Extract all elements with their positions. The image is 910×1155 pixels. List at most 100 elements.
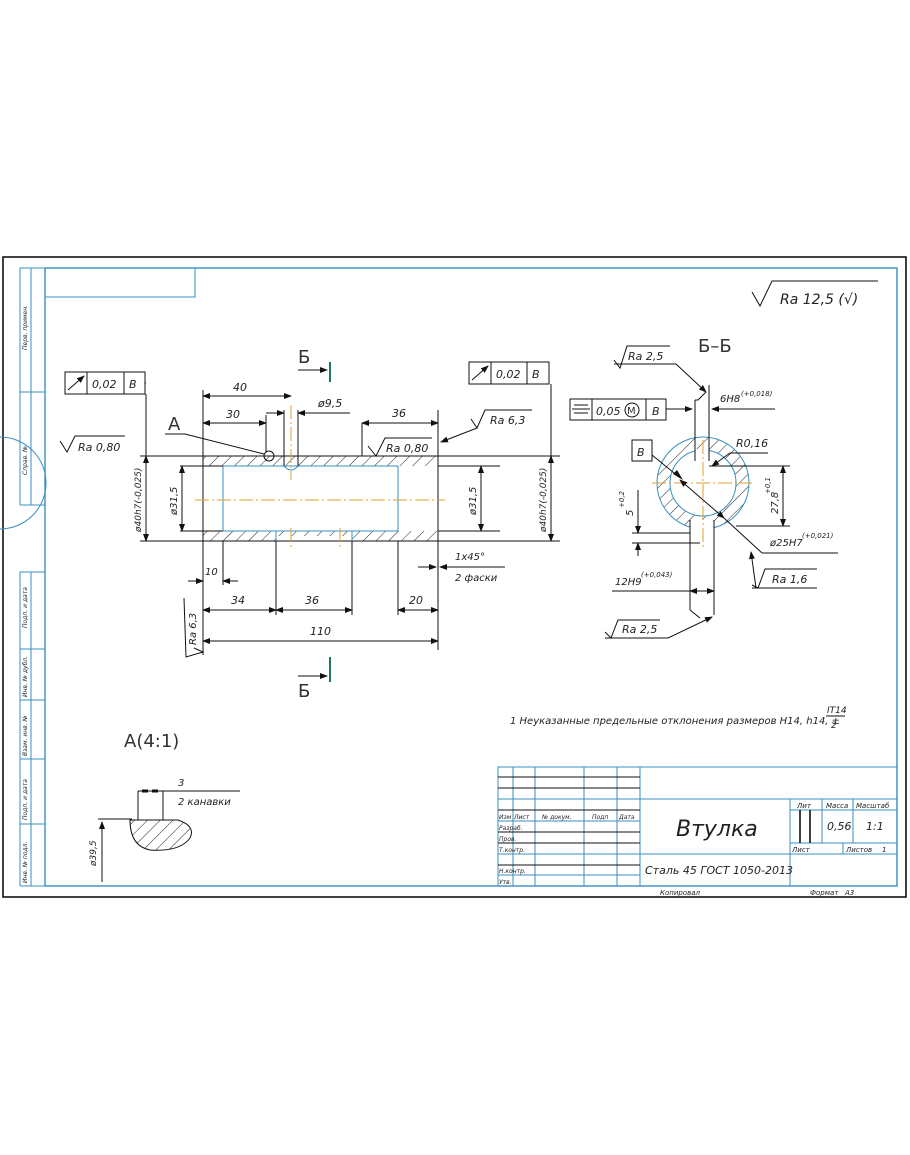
tb-role: Пров.: [499, 836, 517, 843]
runout-icon: [471, 365, 489, 381]
dim-10: 10: [205, 567, 218, 578]
section-mark-top: Б: [298, 347, 310, 368]
general-roughness-text: Ra 12,5 (√): [780, 292, 858, 308]
material: Сталь 45 ГОСТ 1050-2013: [645, 864, 793, 877]
tol-left-value: 0,02: [92, 378, 117, 391]
general-roughness: Ra 12,5 (√): [751, 280, 878, 308]
tolerance-frame-right: 0,02 В: [468, 361, 552, 456]
tb-sheets-value: 1: [882, 846, 886, 854]
strip-label: Подп. и дата: [22, 779, 29, 820]
title-block: Изм Лист № докум. Подп Дата Разраб. Пров…: [497, 766, 898, 897]
depth-tol: +0,1: [764, 477, 772, 494]
dim-36-top: 36: [392, 407, 406, 420]
bore-dim: ø25H7: [769, 538, 803, 549]
radius-dim: R0,16: [736, 437, 768, 450]
depth-dim: 27,8: [770, 492, 781, 514]
main-view: А Б Б 40 30 ø9,5 36 Ra 0,80 Ra 0,80: [59, 347, 560, 702]
tol-sym-datum: В: [652, 405, 660, 418]
ra-bottom-section: Ra 2,5: [622, 623, 657, 636]
bore-outline: [222, 465, 399, 532]
ra-right: Ra 6,3: [490, 414, 525, 427]
chamfer-note: 2 фаски: [455, 573, 498, 584]
part-name: Втулка: [676, 817, 758, 842]
tb-mass: Масса: [826, 802, 848, 810]
strip-label: Перв. примен.: [22, 305, 29, 350]
dim-36-bottom: 36: [305, 594, 319, 607]
ra-top: Ra 0,80: [386, 442, 428, 455]
slot-width-tol: (+0,043): [641, 571, 673, 579]
tol-sym-value: 0,05: [596, 405, 621, 418]
strip-label: Взам. инв. №: [22, 715, 29, 756]
tol-left-datum: В: [129, 378, 137, 391]
section-title: Б–Б: [698, 336, 732, 357]
detail-title: А(4:1): [124, 731, 179, 752]
tb-col-doc: № докум.: [541, 814, 572, 821]
keyway-tol: (+0,018): [741, 390, 773, 398]
drawing-frame: [44, 267, 898, 887]
tb-format: Формат: [810, 889, 839, 897]
tb-sheets: Листов: [845, 846, 872, 854]
tb-format-value: А3: [844, 889, 854, 897]
chamfer: 1x45°: [455, 552, 485, 563]
tb-lit: Лит: [796, 802, 812, 810]
tol-right-value: 0,02: [496, 368, 521, 381]
dim-hole: ø9,5: [317, 397, 342, 410]
datum-box-label: В: [637, 446, 645, 459]
tolerance-frame-left: 0,02 В: [64, 371, 147, 456]
tb-col-date: Дата: [618, 814, 635, 821]
top-wall-hatch: [203, 456, 438, 466]
bushing-outline: [202, 455, 439, 542]
datum-box: [631, 439, 653, 462]
dim-40: 40: [233, 381, 247, 394]
symmetry-icon: [572, 404, 590, 414]
dim-inner-left: ø31,5: [169, 487, 180, 516]
dim-20: 20: [409, 594, 423, 607]
top-left-stamp-box: [44, 267, 196, 298]
bore-tol: (+0,021): [802, 532, 834, 540]
keyway-dim: 6H8: [720, 394, 740, 405]
tb-mass-value: 0,56: [827, 820, 852, 833]
section-mark-bottom: Б: [298, 681, 310, 702]
strip-label: Подп. и дата: [22, 587, 29, 628]
tb-role: Разраб.: [499, 825, 523, 832]
tb-col-list: Лист: [513, 814, 530, 821]
detail-diameter: ø39,5: [89, 840, 99, 867]
detail-width: 3: [178, 778, 184, 789]
tb-role: Утв.: [499, 879, 512, 886]
dim-34: 34: [231, 594, 245, 607]
tb-role: Н.контр.: [499, 868, 526, 875]
tol-sym-modifier: M: [627, 406, 636, 417]
strip-label: Инв. № подл.: [22, 842, 29, 883]
tb-scale-value: 1:1: [866, 820, 884, 833]
ra-right-section: Ra 1,6: [772, 573, 807, 586]
dim-outer-right: ø40h7(-0,025): [539, 468, 549, 533]
tb-col-sign: Подп: [592, 814, 608, 821]
ra-left: Ra 0,80: [78, 441, 120, 454]
dim-outer-left: ø40h7(-0,025): [134, 468, 144, 533]
tb-sheet: Лист: [791, 846, 811, 854]
ra-top-section: Ra 2,5: [628, 350, 663, 363]
note-fraction-num: IT14: [827, 706, 847, 716]
section-view: Б–Б 0,05 M В: [0, 336, 838, 639]
tb-col-izm: Изм: [499, 814, 512, 821]
sheet-outer-border: [2, 256, 907, 898]
technical-note: 1 Неуказанные предельные отклонения разм…: [510, 706, 847, 731]
runout-icon: [67, 375, 85, 391]
detail-view: А(4:1) 3 2 канавки ø39,5: [89, 731, 240, 882]
slot-depth-dim: 5: [625, 510, 636, 516]
strip-label: Инв. № дубл.: [22, 656, 29, 697]
tb-role: Т.контр.: [499, 847, 525, 854]
tb-copied: Копировал: [660, 889, 701, 897]
ra-bottom: Ra 6,3: [188, 613, 199, 645]
max-material-icon: [624, 402, 640, 418]
slot-depth-tol: +0,2: [618, 490, 626, 508]
dim-30: 30: [226, 408, 240, 421]
dim-inner-right: ø31,5: [468, 487, 479, 516]
detail-note: 2 канавки: [178, 797, 231, 808]
tol-right-datum: В: [532, 368, 540, 381]
tolerance-frame-symmetry: 0,05 M В: [569, 398, 775, 421]
detail-mark-a: А: [168, 414, 181, 435]
strip-label: Справ. №: [22, 446, 29, 475]
note-fraction-den: 2: [831, 721, 837, 731]
